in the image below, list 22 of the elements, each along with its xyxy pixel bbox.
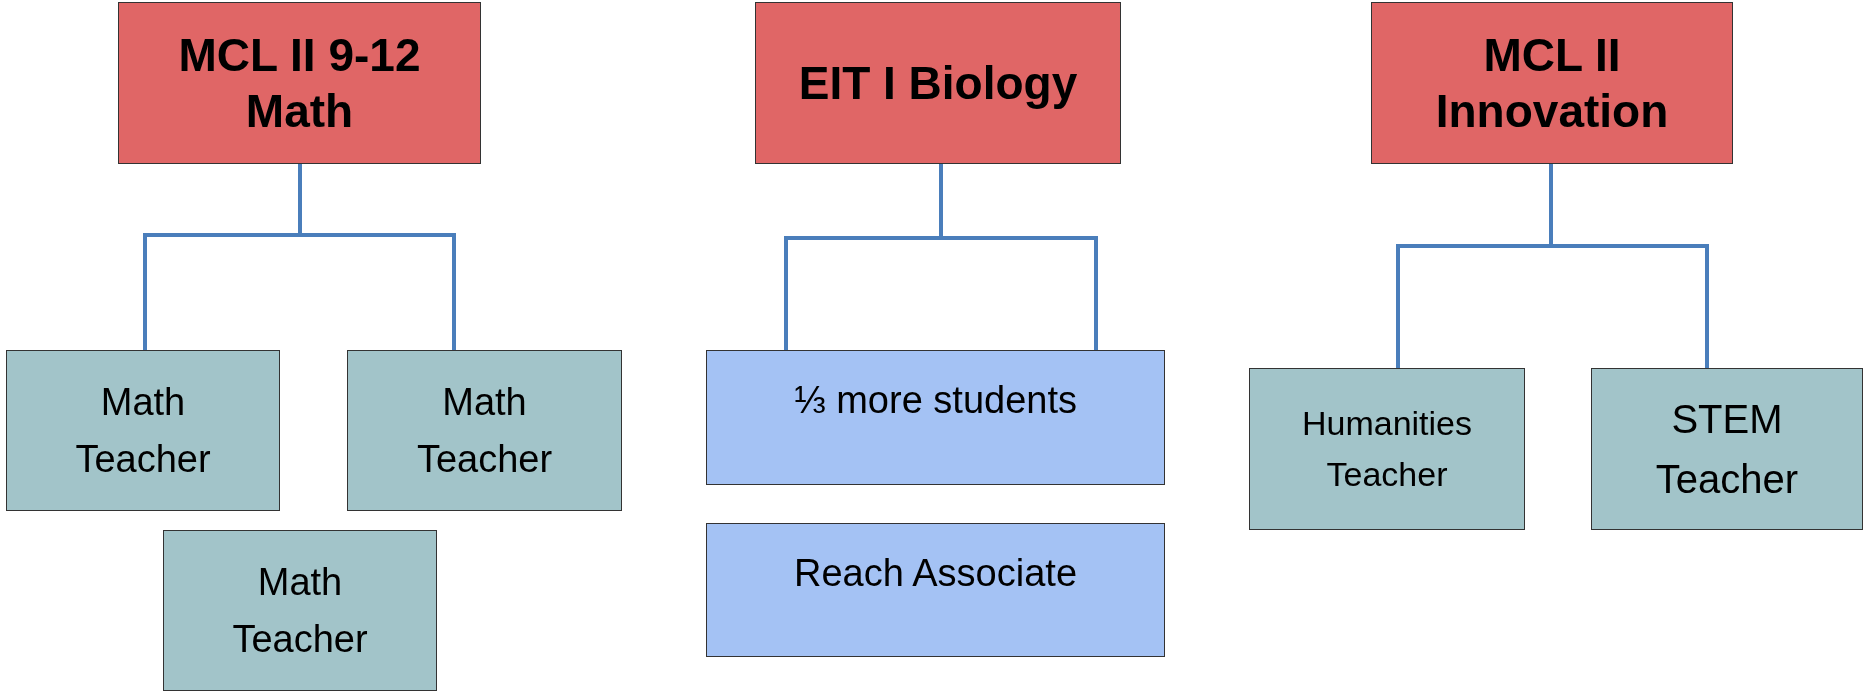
role-box: [1249, 368, 1525, 530]
position-box: [118, 2, 481, 164]
resource-box: [706, 523, 1165, 657]
box-label: EIT I Biology: [798, 55, 1078, 111]
box-label: Humanities Teacher: [1300, 403, 1474, 495]
box-label: ⅓ more students: [793, 379, 1077, 422]
bracket-connector: [298, 164, 456, 350]
bracket-connector: [784, 162, 1098, 352]
box-label: Math Teacher: [74, 379, 212, 482]
box-label: MCL II Innovation: [1434, 27, 1670, 139]
box-label: Math Teacher: [415, 379, 554, 482]
box-label: MCL II 9-12 Math: [177, 27, 422, 139]
resource-box: [706, 350, 1165, 485]
position-box: [755, 2, 1121, 164]
role-box: [6, 350, 280, 511]
box-label: Math Teacher: [231, 559, 369, 662]
position-box: [1371, 2, 1733, 164]
role-box: [1591, 368, 1863, 530]
box-label: STEM Teacher: [1654, 396, 1800, 503]
role-box: [163, 530, 437, 691]
role-box: [347, 350, 622, 511]
box-label: Reach Associate: [793, 552, 1078, 595]
